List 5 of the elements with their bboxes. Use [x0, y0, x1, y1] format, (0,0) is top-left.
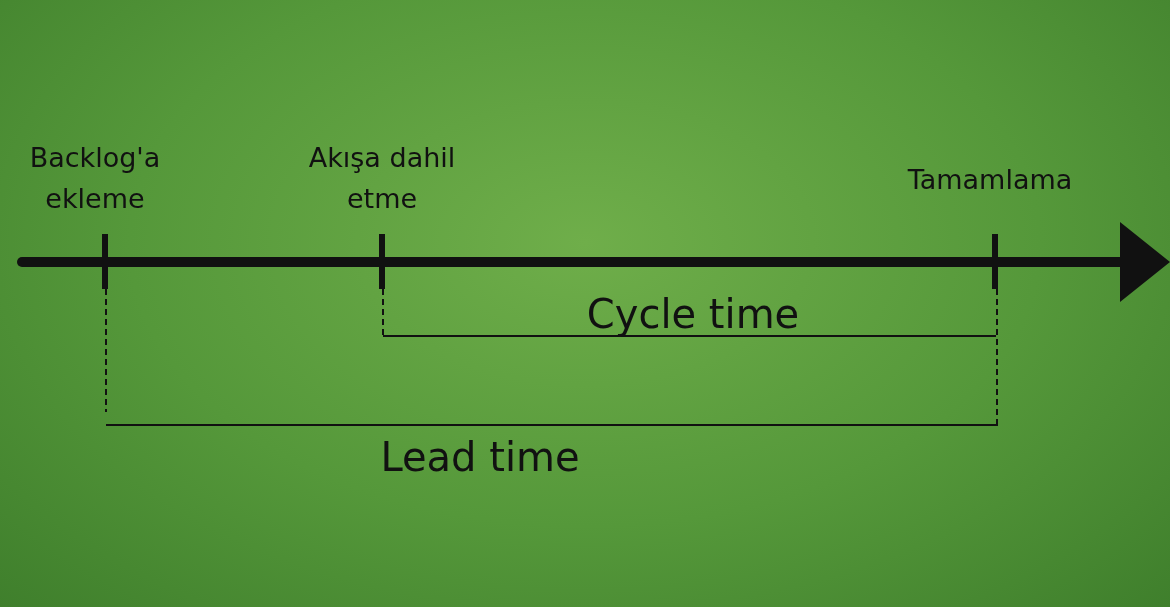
duration-label: Lead time: [379, 433, 581, 482]
event-label: Tamamlama: [906, 163, 1074, 197]
duration-label: Cycle time: [585, 290, 801, 339]
event-label: Akışa dahil etme: [307, 141, 457, 216]
event-label: Backlog'a ekleme: [28, 141, 162, 216]
